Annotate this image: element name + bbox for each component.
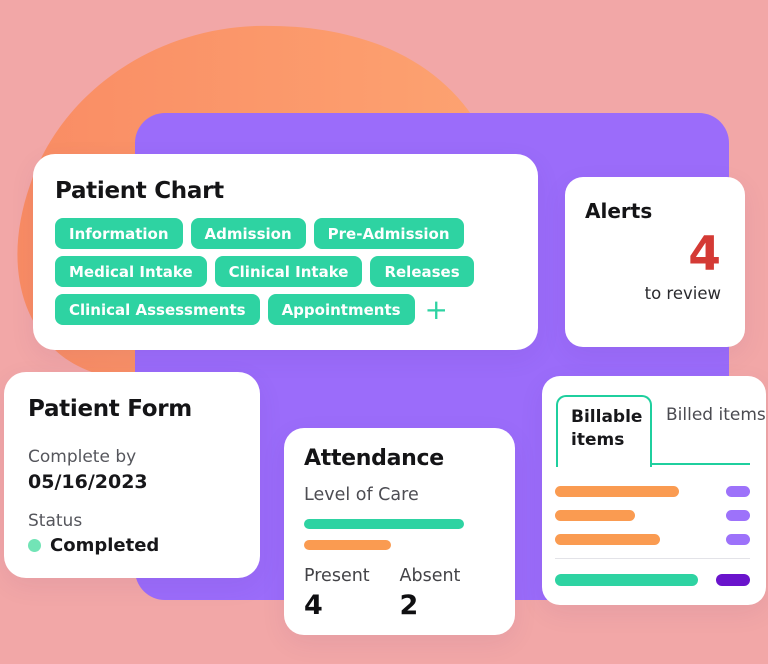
billable-item-bar	[555, 534, 660, 545]
status-value: Completed	[50, 535, 160, 556]
billable-rows	[555, 486, 750, 545]
billable-item-row	[555, 486, 750, 497]
chart-tab-pre-admission[interactable]: Pre-Admission	[313, 218, 464, 249]
patient-form-card: Patient Form Complete by 05/16/2023 Stat…	[4, 372, 260, 578]
attendance-title: Attendance	[304, 446, 444, 471]
patient-chart-title: Patient Chart	[55, 178, 224, 204]
attendance-bars	[304, 519, 495, 550]
absent-value: 2	[399, 590, 419, 621]
billing-divider	[555, 558, 750, 559]
status-row: Completed	[28, 535, 240, 556]
billable-amount-pill	[726, 486, 750, 497]
billable-amount-pill	[726, 510, 750, 521]
chart-tab-appointments[interactable]: Appointments	[267, 294, 415, 325]
billable-item-bar	[555, 510, 635, 521]
absent-label: Absent	[399, 566, 461, 586]
tab-baseline	[652, 463, 750, 465]
patient-form-title: Patient Form	[28, 396, 192, 422]
billable-amount-pill	[726, 534, 750, 545]
billable-item-bar	[555, 486, 679, 497]
chart-tab-clinical-intake[interactable]: Clinical Intake	[214, 256, 363, 287]
billed-summary-pill	[716, 574, 750, 586]
tab-billable-items-label: Billable items	[571, 407, 643, 450]
tab-billable-items[interactable]: Billable items	[556, 395, 652, 467]
level-of-care-label: Level of Care	[304, 485, 419, 505]
alerts-title: Alerts	[585, 199, 653, 223]
present-value: 4	[304, 590, 323, 621]
chart-tab-medical-intake[interactable]: Medical Intake	[55, 256, 207, 287]
orange-level-bar	[304, 540, 391, 550]
tab-billed-items[interactable]: Billed items	[666, 405, 766, 425]
present-label: Present	[304, 566, 370, 586]
attendance-card: Attendance Level of Care Present 4 Absen…	[284, 428, 515, 635]
alerts-caption: to review	[644, 283, 721, 303]
due-date: 05/16/2023	[28, 471, 148, 493]
billable-item-row	[555, 510, 750, 521]
billed-summary-bar	[555, 574, 698, 586]
complete-by-label: Complete by	[28, 447, 137, 467]
chart-tab-information[interactable]: Information	[55, 218, 183, 249]
absent-column: Absent 2	[400, 566, 496, 621]
billable-rows-container	[555, 486, 750, 599]
status-label: Status	[28, 511, 83, 531]
billable-item-row	[555, 534, 750, 545]
add-tab-icon[interactable]: +	[424, 292, 449, 326]
chart-tab-releases[interactable]: Releases	[370, 256, 474, 287]
attendance-stats: Present 4 Absent 2	[304, 566, 495, 621]
teal-level-bar	[304, 519, 464, 529]
alerts-count: 4	[688, 227, 721, 282]
billing-summary-row	[555, 574, 750, 586]
billing-card: Billable items Billed items	[542, 376, 766, 605]
status-dot-icon	[28, 539, 41, 552]
chart-tab-clinical-assessments[interactable]: Clinical Assessments	[55, 294, 260, 325]
chart-tab-admission[interactable]: Admission	[190, 218, 306, 249]
present-column: Present 4	[304, 566, 400, 621]
alerts-card: Alerts 4 to review	[565, 177, 745, 347]
